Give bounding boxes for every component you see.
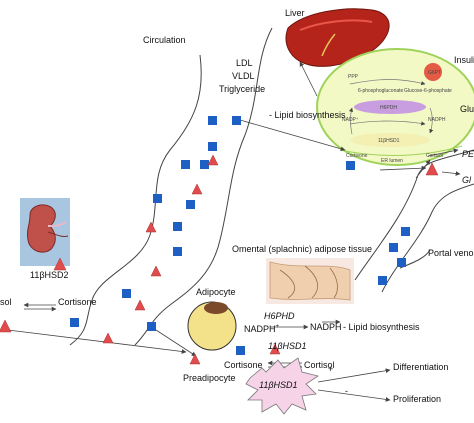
cortisone-square bbox=[173, 247, 182, 256]
plus-sign: + bbox=[328, 364, 334, 374]
vessel-wall-right bbox=[134, 27, 273, 346]
adipocyte-nucleus bbox=[204, 302, 228, 314]
cortisone-square bbox=[147, 322, 156, 331]
hsd1-starburst bbox=[245, 357, 319, 415]
cortisone-square bbox=[346, 161, 355, 170]
cortisol-triangle bbox=[150, 265, 162, 277]
hsd2-label: 11βHSD2 bbox=[30, 270, 69, 280]
cortisol-triangle bbox=[102, 332, 114, 344]
cortisone-square bbox=[236, 346, 245, 355]
triglyceride-label: Triglyceride bbox=[219, 84, 266, 94]
cortisol-triangle bbox=[53, 257, 67, 271]
inset-cortisone: Cortisone bbox=[346, 153, 368, 159]
insulin-label: Insuli bbox=[454, 55, 474, 65]
nadph-plus-text: NADPH bbox=[244, 324, 276, 334]
cortisone-square bbox=[401, 227, 410, 236]
g6pt-transporter bbox=[424, 63, 442, 81]
cortisone-square bbox=[378, 276, 387, 285]
cortisone-square bbox=[153, 194, 162, 203]
nadph-plus-sup: + bbox=[275, 324, 280, 330]
cortisol-bottom-label: Cortisol bbox=[304, 360, 335, 370]
ldl-label: LDL bbox=[236, 58, 253, 68]
cortisone-square bbox=[208, 142, 217, 151]
h6phd-label: H6PHD bbox=[264, 311, 295, 321]
portal-vein-wall-upper bbox=[354, 149, 474, 281]
minus-sign: - bbox=[345, 386, 348, 396]
cortisone-square bbox=[232, 116, 241, 125]
cortisone-square bbox=[70, 318, 79, 327]
kidney-image bbox=[20, 198, 70, 266]
cortisol-triangle bbox=[145, 221, 157, 233]
cortisone-square bbox=[200, 160, 209, 169]
cortisone-square bbox=[181, 160, 190, 169]
cortisol-triangle bbox=[425, 162, 439, 176]
cortisol-triangles bbox=[0, 154, 439, 365]
cortisol-triangle bbox=[207, 154, 219, 166]
inset-h6pdh: H6PDH bbox=[380, 105, 397, 111]
circulation-label: Circulation bbox=[143, 35, 186, 45]
inset-g6pt: G6PT bbox=[428, 70, 441, 76]
pe-label: PE bbox=[462, 149, 474, 159]
hsd1-label: 11βHSD1 bbox=[268, 341, 307, 351]
inset-nadp: NADP⁺ bbox=[342, 117, 359, 123]
cortisol-triangle bbox=[191, 183, 203, 195]
cortisol-triangle bbox=[269, 343, 281, 355]
cortisone-square bbox=[208, 116, 217, 125]
inset-ppp: PPP bbox=[348, 74, 359, 80]
cortisone-squares bbox=[70, 116, 410, 355]
arrows bbox=[7, 61, 461, 402]
cortisone-square bbox=[173, 222, 182, 231]
portal-vein-label: Portal veno bbox=[428, 248, 474, 258]
inset-er-lumen: ER lumen bbox=[381, 158, 403, 164]
h6pdh-enzyme bbox=[354, 100, 426, 114]
inset-cortisol: Cortisol bbox=[426, 153, 443, 159]
inset-nadph: NADPH bbox=[428, 117, 446, 123]
preadipocyte-label: Preadipocyte bbox=[183, 373, 236, 383]
cortisone-square bbox=[389, 243, 398, 252]
glu-label: Glu bbox=[460, 104, 474, 114]
inset-labels: PPP 6-phosphogluconate Glucose-6-phospha… bbox=[342, 70, 452, 164]
adipocyte-label: Adipocyte bbox=[196, 287, 236, 297]
cortisol-triangle bbox=[189, 353, 201, 365]
differentiation-label: Differentiation bbox=[393, 362, 449, 372]
cortisol-triangle bbox=[0, 319, 12, 333]
hsd1-star-label: 11βHSD1 bbox=[259, 380, 298, 390]
cortisone-bottom-label: Cortisone bbox=[224, 360, 263, 370]
cortisone-square bbox=[397, 258, 406, 267]
vldl-label: VLDL bbox=[232, 71, 255, 81]
omental-label: Omental (splachnic) adipose tissue bbox=[232, 244, 373, 254]
er-inset bbox=[316, 48, 474, 166]
nadph-label: NADPH bbox=[310, 322, 342, 332]
inset-6-phosphogluconate: 6-phosphogluconate bbox=[358, 88, 404, 94]
liver-icon bbox=[285, 8, 390, 67]
hsd1-enzyme-inset bbox=[350, 133, 430, 147]
cortisone-left-label: Cortisone bbox=[58, 297, 97, 307]
lipid-biosynthesis-liver-label: - Lipid biosynthesis bbox=[269, 110, 346, 120]
nadph-plus-label: NADPH+ bbox=[244, 322, 279, 335]
adipocyte-cell bbox=[187, 301, 237, 351]
portal-vein-wall-lower bbox=[381, 183, 474, 293]
cortisone-square bbox=[122, 289, 131, 298]
cortisol-left-label: sol bbox=[0, 297, 12, 307]
proliferation-label: Proliferation bbox=[393, 394, 442, 404]
cortisol-triangle bbox=[134, 299, 146, 311]
inset-glucose-6-phosphate: Glucose-6-phosphate bbox=[404, 88, 452, 94]
inset-11bhsd1: 11βHSD1 bbox=[378, 138, 400, 144]
cortisone-square bbox=[186, 200, 195, 209]
liver-label: Liver bbox=[285, 8, 305, 18]
omental-tissue-image bbox=[266, 258, 354, 304]
gl-label: Gl bbox=[462, 175, 471, 185]
lipid-biosynthesis-adipocyte-label: - Lipid biosynthesis bbox=[343, 322, 420, 332]
